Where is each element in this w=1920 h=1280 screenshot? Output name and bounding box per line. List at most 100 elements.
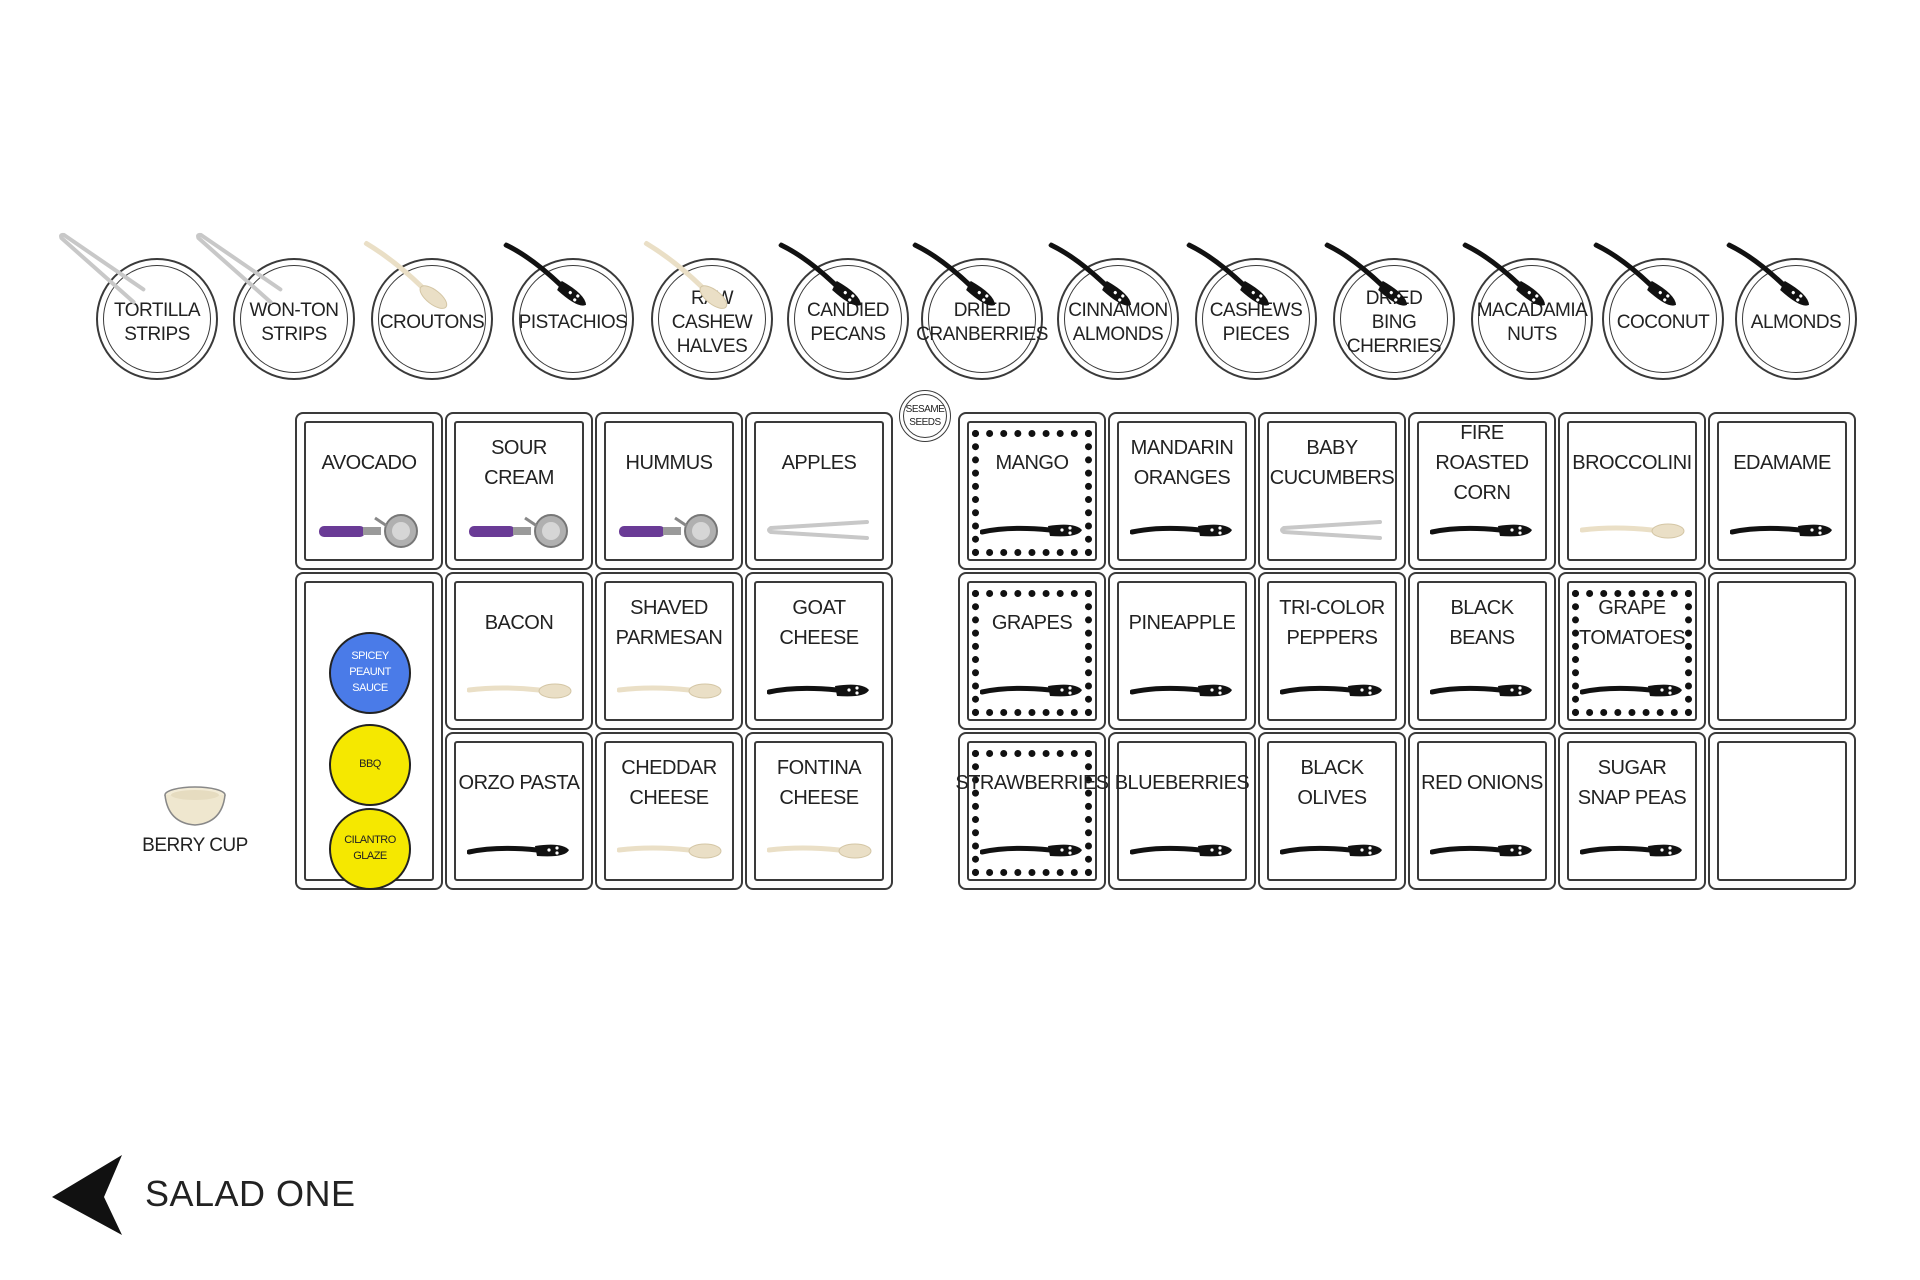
bowl-label: CANDIED PECANS	[806, 300, 890, 345]
pan-tri-color-peppers: TRI-COLOR PEPPERS	[1258, 572, 1406, 730]
pan-label: AVOCADO	[321, 452, 417, 474]
bowl-label: WON-TON STRIPS	[249, 300, 339, 345]
slotted-spoon-icon	[1580, 684, 1682, 697]
slotted-spoon-icon	[912, 242, 996, 306]
pan-insert	[1267, 421, 1397, 561]
pan-label: FIRE ROASTED CORN	[1435, 422, 1529, 504]
pan-insert	[1417, 421, 1547, 561]
slotted-spoon-icon	[1430, 844, 1532, 857]
pan-insert	[304, 421, 434, 561]
bowl-label: CROUTONS	[379, 312, 485, 334]
slotted-spoon-icon	[1048, 242, 1132, 306]
pan-label: MANGO	[995, 452, 1069, 474]
bowl-label: CINNAMON ALMONDS	[1068, 300, 1168, 345]
bowl-label: CASHEWS PIECES	[1209, 300, 1303, 345]
pan-label: BABY CUCUMBERS	[1269, 437, 1395, 489]
pan-apples: APPLES	[745, 412, 893, 570]
pan-insert	[1567, 421, 1697, 561]
pan-insert	[967, 581, 1097, 721]
pan-label: GRAPE TOMATOES	[1578, 597, 1686, 649]
tongs-icon	[59, 232, 146, 305]
pan-black-beans: BLACK BEANS	[1408, 572, 1556, 730]
serving-spoon-icon	[767, 843, 872, 859]
pan-label: ORZO PASTA	[458, 772, 580, 794]
sauce-cilantro-glaze: CILANTRO GLAZE	[329, 808, 411, 890]
pan-insert	[1117, 581, 1247, 721]
slotted-spoon-icon	[1280, 684, 1382, 697]
pan-insert	[454, 741, 584, 881]
pan-insert	[754, 421, 884, 561]
slotted-spoon-icon	[1186, 242, 1270, 306]
pan-label: GOAT CHEESE	[779, 597, 859, 649]
bowl-label: TORTILLA STRIPS	[113, 300, 201, 345]
slotted-spoon-icon	[1430, 684, 1532, 697]
pan-blueberries: BLUEBERRIES	[1108, 732, 1256, 890]
slotted-spoon-icon	[1726, 242, 1810, 306]
sesame-seeds-bowl: SESAME SEEDS	[899, 390, 951, 442]
sesame-seeds-label: SESAME SEEDS	[905, 403, 945, 429]
page-title: SALAD ONE	[145, 1173, 356, 1214]
slotted-spoon-icon	[767, 684, 869, 697]
pan-insert	[604, 581, 734, 721]
serving-spoon-icon	[363, 240, 448, 309]
pan-label: FONTINA CHEESE	[776, 757, 862, 809]
pan-insert	[604, 741, 734, 881]
pan-label: STRAWBERRIES	[955, 772, 1109, 794]
disher-scoop-icon	[319, 514, 418, 548]
bowl-label: PISTACHIOS	[518, 312, 628, 334]
pan-insert	[1117, 421, 1247, 561]
slotted-spoon-icon	[1130, 524, 1232, 537]
pan-label: BROCCOLINI	[1572, 452, 1692, 474]
pan-avocado: AVOCADO	[295, 412, 443, 570]
pan-label: BLUEBERRIES	[1114, 772, 1250, 794]
disher-scoop-icon	[619, 514, 718, 548]
serving-spoon-icon	[643, 240, 728, 309]
bowl-label: DRIED BING CHERRIES	[1346, 288, 1442, 357]
pan-label: BACON	[484, 612, 554, 634]
disher-scoop-icon	[469, 514, 568, 548]
pan-label: HUMMUS	[625, 452, 714, 474]
topping-bowl-coconut: COCONUT	[1593, 242, 1724, 380]
dotted-liner	[972, 750, 1092, 876]
pan-insert	[1417, 741, 1547, 881]
pan-insert	[1417, 581, 1547, 721]
slotted-spoon-icon	[1462, 242, 1546, 306]
pan-label: SHAVED PARMESAN	[615, 597, 723, 649]
topping-bowl-cashews-pieces: CASHEWS PIECES	[1186, 242, 1317, 380]
pan-edamame: EDAMAME	[1708, 412, 1856, 570]
serving-spoon-icon	[467, 683, 572, 699]
pan-insert	[1717, 421, 1847, 561]
topping-bowl-croutons: CROUTONS	[363, 240, 493, 380]
pan-black-olives: BLACK OLIVES	[1258, 732, 1406, 890]
slotted-spoon-icon	[1324, 242, 1408, 306]
pan-insert	[1717, 581, 1847, 721]
tongs-icon	[767, 520, 869, 540]
dotted-liner	[972, 430, 1092, 556]
pan-insert	[604, 421, 734, 561]
pan-label: SUGAR SNAP PEAS	[1577, 757, 1687, 809]
pan-label: BLACK BEANS	[1449, 597, 1515, 649]
serving-spoon-icon	[617, 843, 722, 859]
pan-grapes: GRAPES	[958, 572, 1106, 730]
pan-red-onions: RED ONIONS	[1408, 732, 1556, 890]
pan-hummus: HUMMUS	[595, 412, 743, 570]
tongs-icon	[1280, 520, 1382, 540]
bowl-label: ALMONDS	[1750, 312, 1842, 334]
slotted-spoon-icon	[1130, 844, 1232, 857]
bowl-label: COCONUT	[1616, 312, 1710, 334]
pan-label: MANDARIN ORANGES	[1130, 437, 1234, 489]
pan-shaved-parmesan: SHAVED PARMESAN	[595, 572, 743, 730]
pan-insert	[1267, 581, 1397, 721]
slotted-spoon-icon	[1130, 684, 1232, 697]
serving-spoon-icon	[1580, 523, 1685, 539]
pan-label: RED ONIONS	[1421, 772, 1543, 794]
tongs-icon	[196, 232, 283, 305]
slotted-spoon-icon	[1593, 242, 1677, 306]
pan-label: TRI-COLOR PEPPERS	[1279, 597, 1385, 649]
pan-mandarin-oranges: MANDARIN ORANGES	[1108, 412, 1256, 570]
pan-insert	[1717, 741, 1847, 881]
pan-label: EDAMAME	[1733, 452, 1831, 474]
pan-insert	[1567, 741, 1697, 881]
empty-pan	[1708, 572, 1856, 730]
empty-pan	[1708, 732, 1856, 890]
